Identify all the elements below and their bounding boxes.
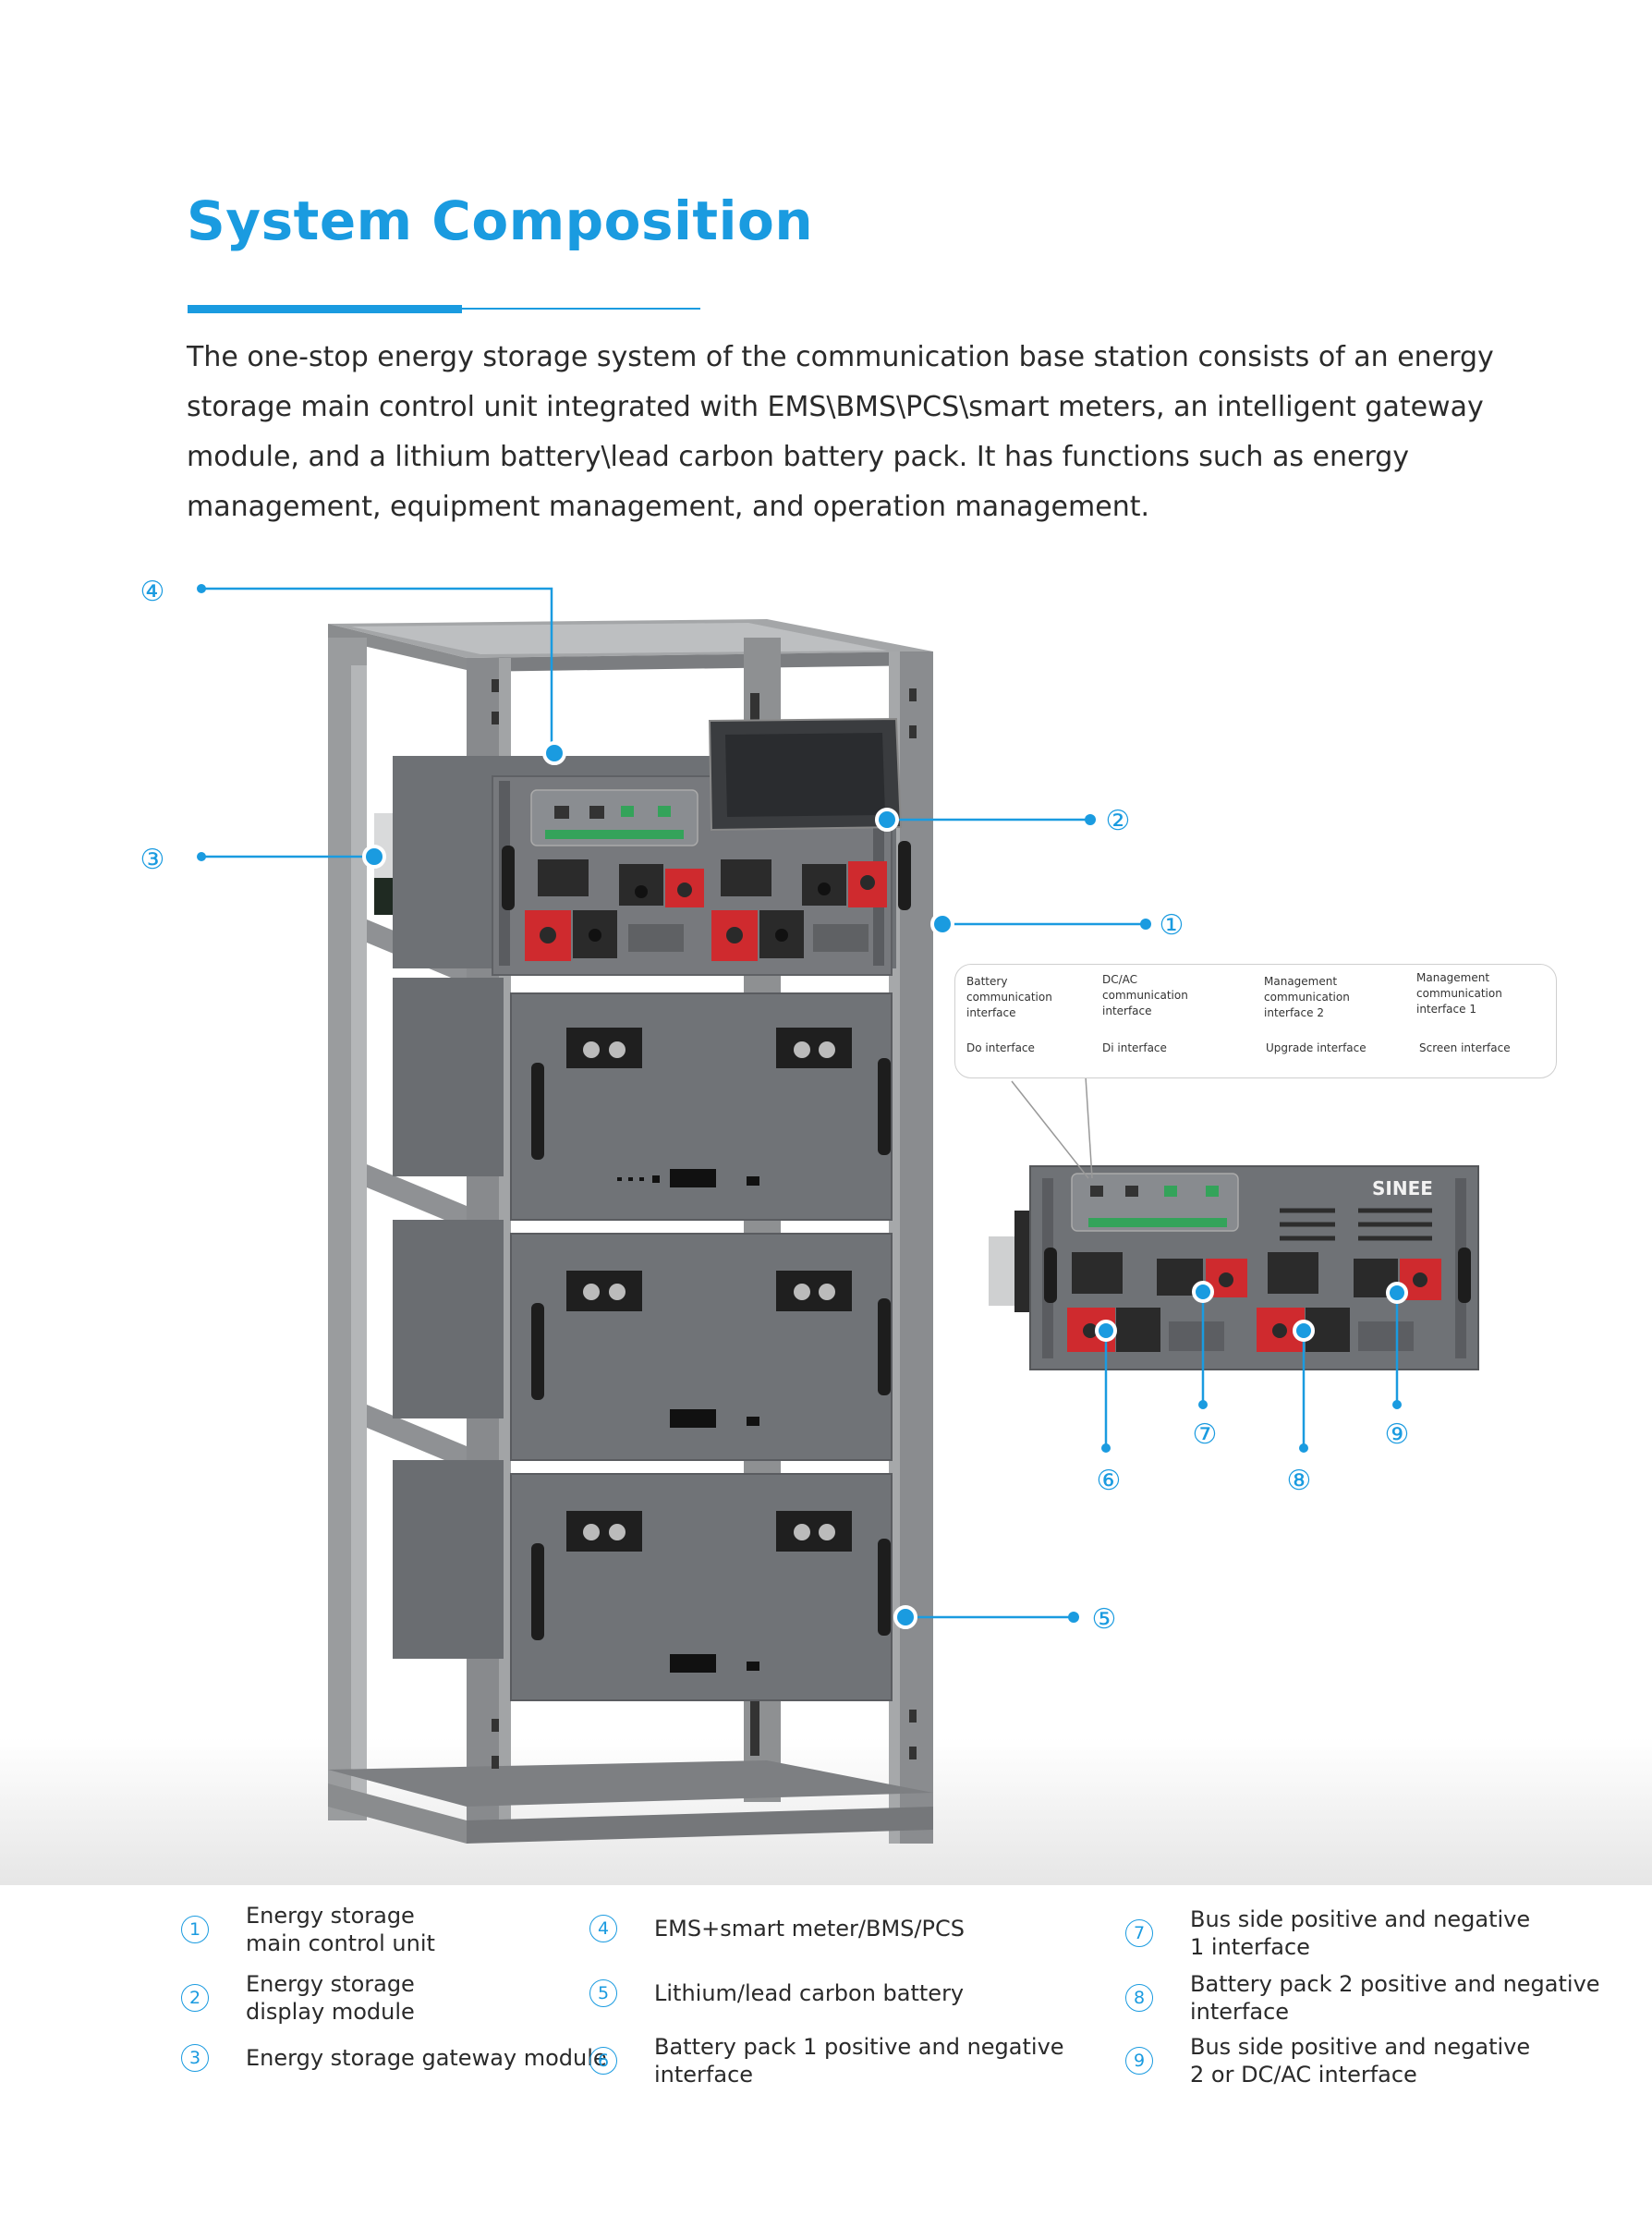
legend-text: Battery pack 2 positive and negative int… bbox=[1190, 1971, 1600, 2025]
detail-front-panel: SINEE bbox=[989, 1076, 1479, 1370]
legend-item-8: 8 Battery pack 2 positive and negative i… bbox=[1125, 1970, 1600, 2026]
port-battery-comm: Battery communication interface bbox=[966, 975, 1052, 1019]
legend-number: 2 bbox=[181, 1984, 209, 2012]
port-mgmt-comm-1: Management communication interface 1 bbox=[1416, 971, 1502, 1016]
legend-item-3: 3 Energy storage gateway module bbox=[181, 2044, 607, 2072]
callout-3: ③ bbox=[140, 844, 165, 876]
brand-logo: SINEE bbox=[1372, 1177, 1433, 1199]
legend-item-6: 6 Battery pack 1 positive and negative i… bbox=[589, 2033, 1064, 2088]
display-module bbox=[708, 717, 903, 832]
callout-dots bbox=[197, 584, 1402, 1623]
battery-modules bbox=[393, 978, 893, 1701]
callout-9: ⑨ bbox=[1385, 1418, 1410, 1451]
legend-number: 9 bbox=[1125, 2047, 1153, 2075]
title-underline-thin bbox=[462, 308, 700, 310]
legend-text: Battery pack 1 positive and negative int… bbox=[654, 2034, 1064, 2088]
port-dcac-comm: DC/AC communication interface bbox=[1102, 973, 1188, 1017]
legend-item-4: 4 EMS+smart meter/BMS/PCS bbox=[589, 1915, 965, 1942]
callout-2: ② bbox=[1106, 805, 1131, 837]
legend-number: 8 bbox=[1125, 1984, 1153, 2012]
callout-7: ⑦ bbox=[1193, 1418, 1218, 1451]
legend-number: 7 bbox=[1125, 1919, 1153, 1947]
legend-number: 1 bbox=[181, 1916, 209, 1943]
legend-text: Bus side positive and negative 1 interfa… bbox=[1190, 1906, 1531, 1960]
callout-anchors bbox=[362, 741, 1408, 1629]
legend-item-1: 1 Energy storage main control unit bbox=[181, 1902, 435, 1957]
title-underline-thick bbox=[188, 305, 462, 313]
legend-text: Energy storage display module bbox=[246, 1971, 415, 2025]
legend-item-2: 2 Energy storage display module bbox=[181, 1970, 415, 2026]
legend-number: 5 bbox=[589, 1979, 617, 2007]
legend-item-7: 7 Bus side positive and negative 1 inter… bbox=[1125, 1905, 1530, 1961]
port-upgrade: Upgrade interface bbox=[1266, 1041, 1367, 1054]
legend-item-9: 9 Bus side positive and negative 2 or DC… bbox=[1125, 2033, 1530, 2088]
callout-1: ① bbox=[1160, 909, 1184, 942]
legend-item-5: 5 Lithium/lead carbon battery bbox=[589, 1979, 964, 2007]
legend-text: Energy storage main control unit bbox=[246, 1903, 435, 1956]
callout-4: ④ bbox=[140, 576, 165, 608]
port-label-box: Battery communication interface DC/AC co… bbox=[954, 964, 1557, 1078]
legend-text: Bus side positive and negative 2 or DC/A… bbox=[1190, 2034, 1531, 2088]
legend-number: 3 bbox=[181, 2044, 209, 2072]
legend-text: Energy storage gateway module bbox=[246, 2045, 607, 2071]
intro-paragraph: The one-stop energy storage system of th… bbox=[187, 341, 1494, 523]
callout-5: ⑤ bbox=[1092, 1603, 1117, 1636]
callout-6: ⑥ bbox=[1097, 1465, 1122, 1497]
port-mgmt-comm-2: Management communication interface 2 bbox=[1264, 975, 1350, 1019]
legend-text: Lithium/lead carbon battery bbox=[654, 1980, 965, 2006]
legend-text: EMS+smart meter/BMS/PCS bbox=[654, 1916, 965, 1942]
callout-lines bbox=[201, 587, 1399, 1619]
legend-number: 6 bbox=[589, 2047, 617, 2075]
port-do: Do interface bbox=[966, 1041, 1035, 1054]
port-screen: Screen interface bbox=[1419, 1041, 1511, 1054]
callout-8: ⑧ bbox=[1287, 1465, 1312, 1497]
port-di: Di interface bbox=[1102, 1041, 1167, 1054]
legend-number: 4 bbox=[589, 1915, 617, 1942]
page-title: System Composition bbox=[187, 189, 814, 252]
